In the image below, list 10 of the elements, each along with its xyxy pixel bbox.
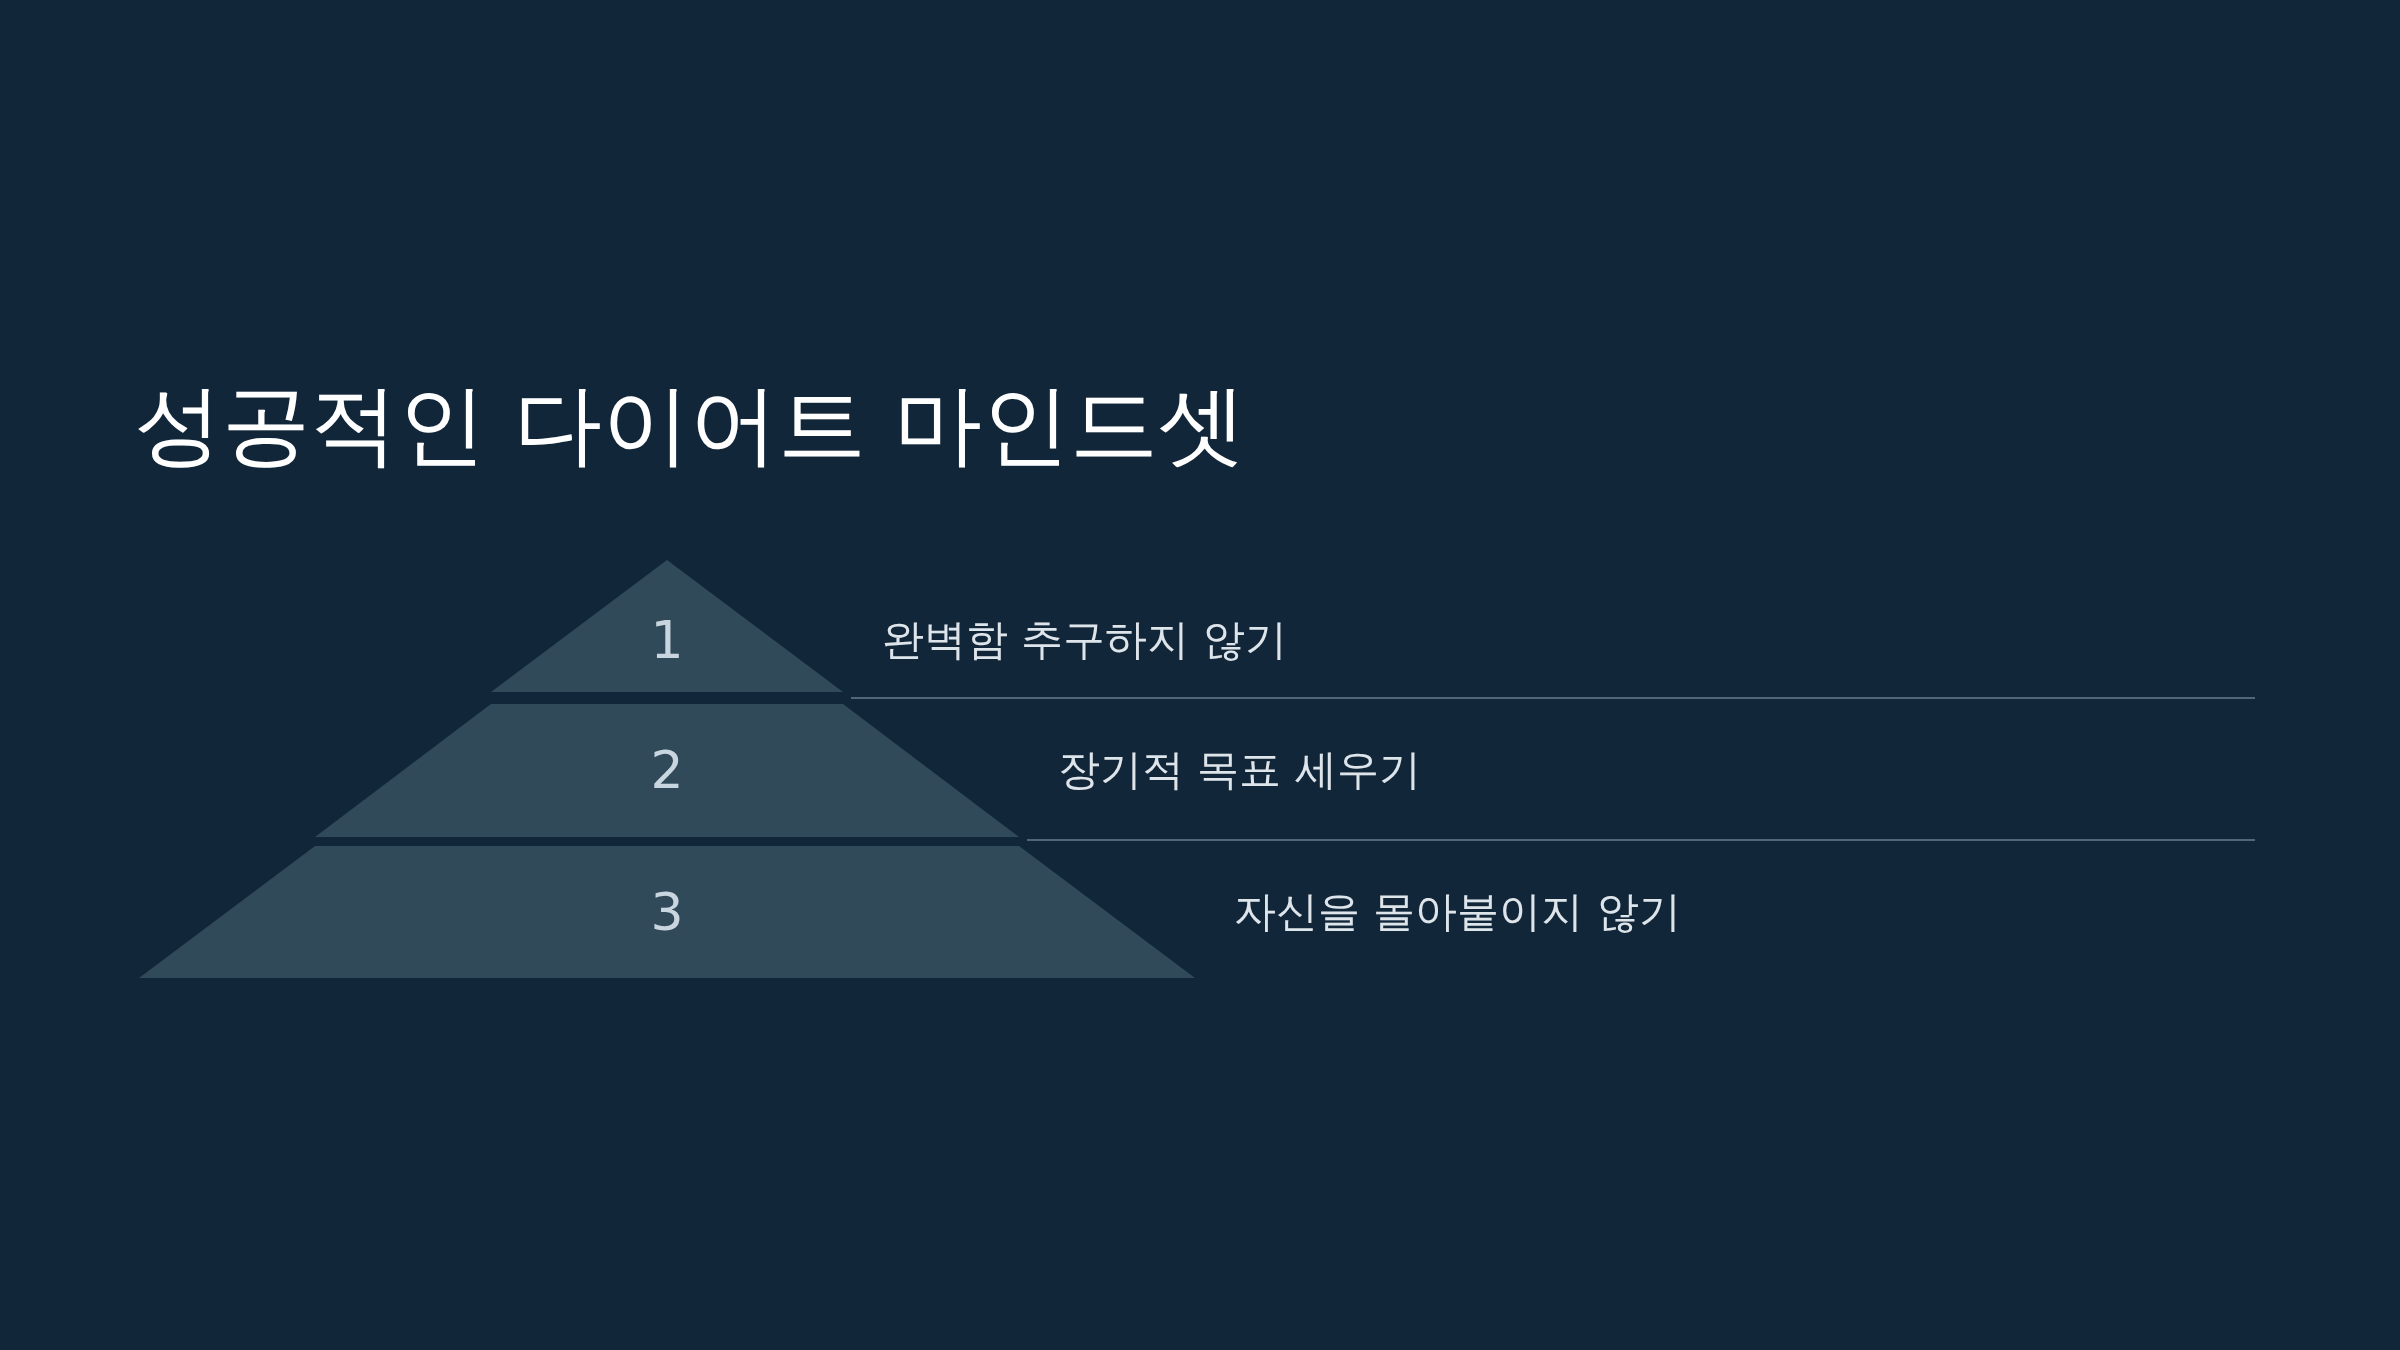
tier-number: 2 xyxy=(650,744,684,796)
title: 성공적인 다이어트 마인드셋 xyxy=(134,372,1246,478)
tier-number: 3 xyxy=(650,886,684,938)
pyramid-tier xyxy=(315,704,1019,837)
pyramid-tier xyxy=(139,846,1195,978)
tier-number: 1 xyxy=(650,614,684,666)
tier-label: 장기적 목표 세우기 xyxy=(1058,744,1421,796)
pyramid-tier xyxy=(491,560,843,692)
tier-label: 자신을 몰아붙이지 않기 xyxy=(1234,886,1681,938)
tier-label: 완벽함 추구하지 않기 xyxy=(882,614,1287,666)
